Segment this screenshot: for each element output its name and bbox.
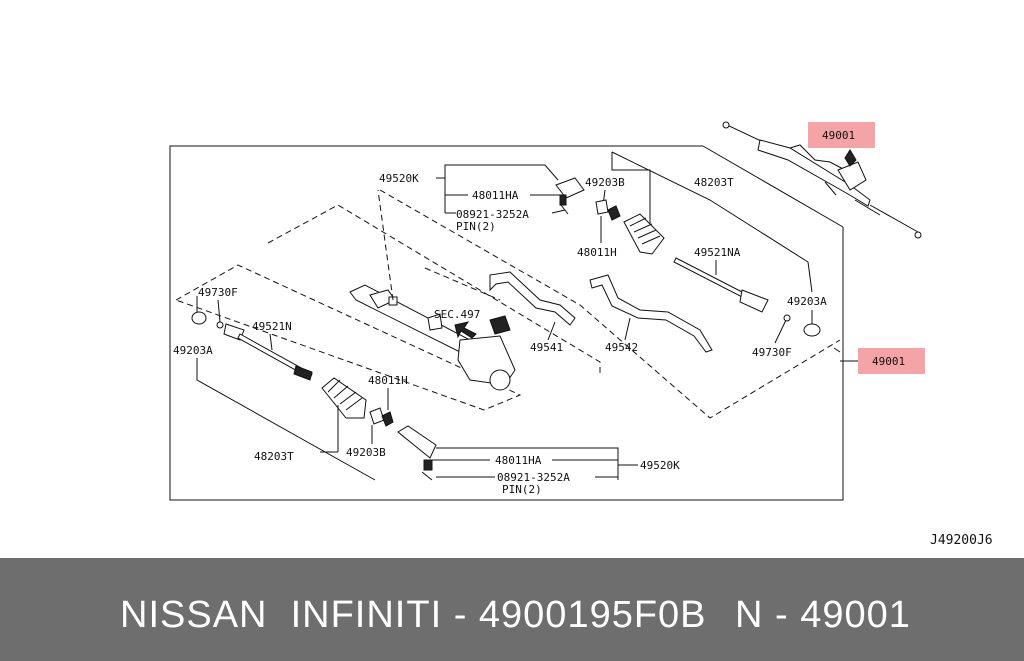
label-inner-socket-left: 49521N	[252, 320, 292, 333]
label-lock-nut-left: 48011H	[368, 374, 408, 387]
steering-rack	[349, 284, 516, 391]
label-nut-bottom: 48011HA	[495, 454, 542, 467]
label-pin-top-qty: PIN(2)	[456, 220, 496, 233]
label-pin-top: 08921-3252A	[456, 208, 529, 221]
label-clamp-left: 49203A	[173, 344, 213, 357]
label-top-main: 49001	[822, 129, 855, 142]
pipe-49542	[589, 274, 713, 353]
callout-box-side-main	[858, 348, 925, 374]
boot-right	[623, 213, 665, 255]
label-boot-kit-left: 48203T	[254, 450, 294, 463]
label-lock-nut-right: 48011H	[577, 246, 617, 259]
tie-rod-end-bottom	[397, 425, 437, 459]
label-pipe-a: 49541	[530, 341, 563, 354]
footer-bar: NISSAN INFINITI - 4900195F0B N - 49001	[0, 558, 1024, 661]
label-clamp-right: 49203A	[787, 295, 827, 308]
label-nut-top: 48011HA	[472, 189, 519, 202]
callout-box-top-main	[808, 122, 875, 148]
boot-left	[321, 377, 367, 419]
label-pipe-b: 49542	[605, 341, 638, 354]
arrow-icon	[454, 321, 477, 339]
label-wire-clip-right: 49730F	[752, 346, 792, 359]
label-pin-bottom-qty: PIN(2)	[502, 483, 542, 496]
label-pin-bottom: 08921-3252A	[497, 471, 570, 484]
steering-gear-thumbnail	[722, 121, 922, 239]
label-nut-right-top: 49203B	[585, 176, 625, 189]
label-wire-clip-left: 49730F	[198, 286, 238, 299]
pipe-49541	[489, 271, 576, 326]
footer-part-number: NISSAN INFINITI - 4900195F0B	[120, 594, 707, 636]
label-side-main: 49001	[872, 355, 905, 368]
footer-reference: N - 49001	[735, 594, 911, 636]
label-tie-rod-end-top: 49520K	[379, 172, 419, 185]
label-tie-rod-end-bottom: 49520K	[640, 459, 680, 472]
parts-diagram: 49001 49001 J49200J6 49520K 48011HA 0892…	[169, 121, 993, 548]
label-boot-kit-right: 48203T	[694, 176, 734, 189]
dashed-outline-center	[379, 189, 841, 419]
dashed-outline-upper	[267, 204, 601, 375]
label-inner-socket-right: 49521NA	[694, 246, 741, 259]
diagram-code: J49200J6	[930, 533, 993, 548]
assembly-frame	[169, 145, 844, 501]
label-sec-ref: SEC.497	[434, 308, 480, 321]
label-nut-left: 49203B	[346, 446, 386, 459]
dashed-outline-left	[175, 264, 522, 411]
